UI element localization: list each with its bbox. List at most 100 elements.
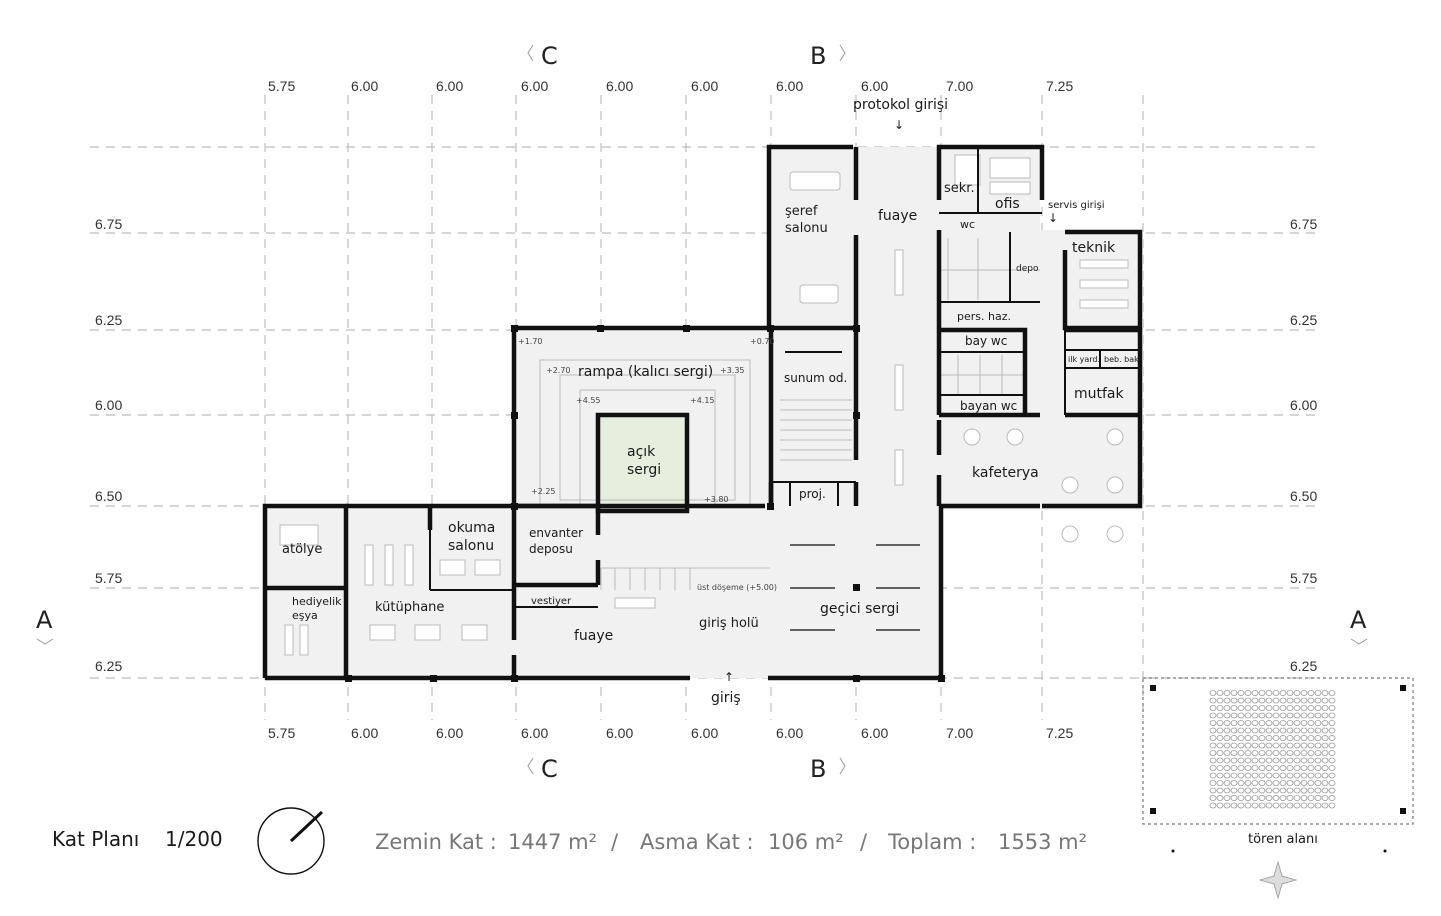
ceremony-seat (1321, 742, 1329, 749)
label-ofis: ofis (995, 196, 1020, 212)
ceremony-seat (1258, 757, 1266, 764)
dim-col-2: 6.00 (351, 78, 378, 94)
ceremony-seat (1265, 787, 1273, 794)
ceremony-seat (1300, 795, 1308, 801)
area-summary: Zemin Kat : 1447 m² / Asma Kat : 106 m² … (375, 830, 1087, 854)
ceremony-seat (1307, 697, 1315, 704)
ceremony-seat (1251, 802, 1259, 809)
ceremony-seat (1321, 757, 1329, 764)
ceremony-seat (1265, 765, 1273, 771)
ceremony-seat (1265, 705, 1273, 711)
columns (345, 325, 945, 682)
ceremony-seat (1251, 712, 1259, 719)
ceremony-seat (1321, 772, 1329, 779)
label-fuaye-bottom: fuaye (574, 628, 613, 644)
ceremony-seat (1223, 720, 1231, 726)
ceremony-seat (1272, 795, 1280, 801)
ceremony-seat (1251, 787, 1259, 794)
ceremony-seat (1230, 750, 1238, 756)
ceremony-seat (1223, 727, 1231, 734)
ceremony-seat (1251, 765, 1259, 771)
ceremony-seat (1293, 697, 1301, 704)
ceremony-seat (1251, 720, 1259, 726)
ceremony-seat (1230, 697, 1238, 704)
ceremony-seat (1279, 802, 1287, 809)
ceremony-seat (1300, 772, 1308, 779)
ceremony-seat (1314, 720, 1322, 726)
ceremony-seat (1223, 802, 1231, 809)
zemin-label: Zemin Kat : (375, 830, 497, 854)
ceremony-seat (1230, 765, 1238, 771)
ceremony-seat (1251, 795, 1259, 801)
ceremony-seat (1293, 757, 1301, 764)
ceremony-seat (1328, 705, 1336, 711)
ceremony-seat (1293, 750, 1301, 756)
ceremony-seat (1223, 750, 1231, 756)
ceremony-seat (1279, 780, 1287, 786)
ceremony-seat (1328, 772, 1336, 779)
section-b-top: B (810, 42, 826, 70)
ceremony-seat (1237, 780, 1245, 786)
dim-col-7: 6.00 (776, 78, 803, 94)
ceremony-seat (1216, 727, 1224, 734)
ceremony-seat (1321, 697, 1329, 704)
ceremony-seat (1230, 727, 1238, 734)
dim-col-8: 6.00 (861, 78, 888, 94)
dim-col-6b: 6.00 (691, 725, 718, 741)
ceremony-seat (1314, 802, 1322, 809)
ceremony-seat (1321, 712, 1329, 719)
ceremony-seat (1209, 780, 1217, 786)
ceremony-seat (1216, 765, 1224, 771)
ceremony-seat (1307, 757, 1315, 764)
ceremony-seat (1223, 697, 1231, 704)
plan-title: Kat Planı 1/200 (52, 827, 223, 851)
ceremony-seat (1286, 780, 1294, 786)
ceremony-seat (1216, 742, 1224, 749)
label-teknik: teknik (1072, 240, 1116, 256)
label-kafeterya: kafeterya (972, 465, 1039, 481)
dim-row-2r: 6.25 (1290, 312, 1317, 328)
ceremony-seat (1314, 712, 1322, 719)
ceremony-seat (1223, 705, 1231, 711)
ceremony-seat (1328, 780, 1336, 786)
ceremony-seat (1321, 780, 1329, 786)
entrance-labels: protokol girişi ↓ servis girişi ↓ ↑ giri… (711, 97, 1105, 706)
ceremony-seat (1244, 787, 1252, 794)
label-seref-1: şeref (785, 204, 818, 219)
ceremony-seat (1251, 690, 1259, 696)
dim-col-5: 6.00 (606, 78, 633, 94)
ceremony-seat (1230, 802, 1238, 809)
ceremony-seat (1251, 742, 1259, 749)
label-kutuphane: kütüphane (375, 600, 444, 615)
ceremony-seat (1258, 727, 1266, 734)
ceremony-seat (1272, 802, 1280, 809)
section-a-left: A (36, 606, 53, 634)
dim-row-5r: 5.75 (1290, 570, 1317, 586)
ceremony-seat (1293, 705, 1301, 711)
ceremony-seat (1300, 802, 1308, 809)
level-2: +0.70 (750, 337, 775, 346)
ceremony-seat (1328, 712, 1336, 719)
ceremony-seat (1265, 720, 1273, 726)
ceremony-seat (1265, 742, 1273, 749)
ceremony-seat (1300, 705, 1308, 711)
ceremony-seat (1258, 772, 1266, 779)
ceremony-seat (1314, 772, 1322, 779)
ceremony-seat (1279, 765, 1287, 771)
ceremony-seat (1230, 780, 1238, 786)
row-dimensions-left: 6.75 6.25 6.00 6.50 5.75 6.25 (95, 216, 122, 674)
ceremony-seat (1307, 712, 1315, 719)
ceremony-seat (1279, 705, 1287, 711)
ceremony-seat (1258, 795, 1266, 801)
column-dimensions-bottom: 5.75 6.00 6.00 6.00 6.00 6.00 6.00 6.00 … (268, 725, 1073, 741)
dim-col-10: 7.25 (1046, 78, 1073, 94)
ceremony-seat (1300, 742, 1308, 749)
ceremony-seat (1258, 750, 1266, 756)
ceremony-seat (1209, 705, 1217, 711)
ceremony-seat (1307, 690, 1315, 696)
ceremony-seat (1286, 720, 1294, 726)
ceremony-seat (1258, 765, 1266, 771)
label-giris-holu: giriş holü (699, 616, 759, 631)
ceremony-seat (1251, 780, 1259, 786)
furniture (279, 154, 1129, 656)
